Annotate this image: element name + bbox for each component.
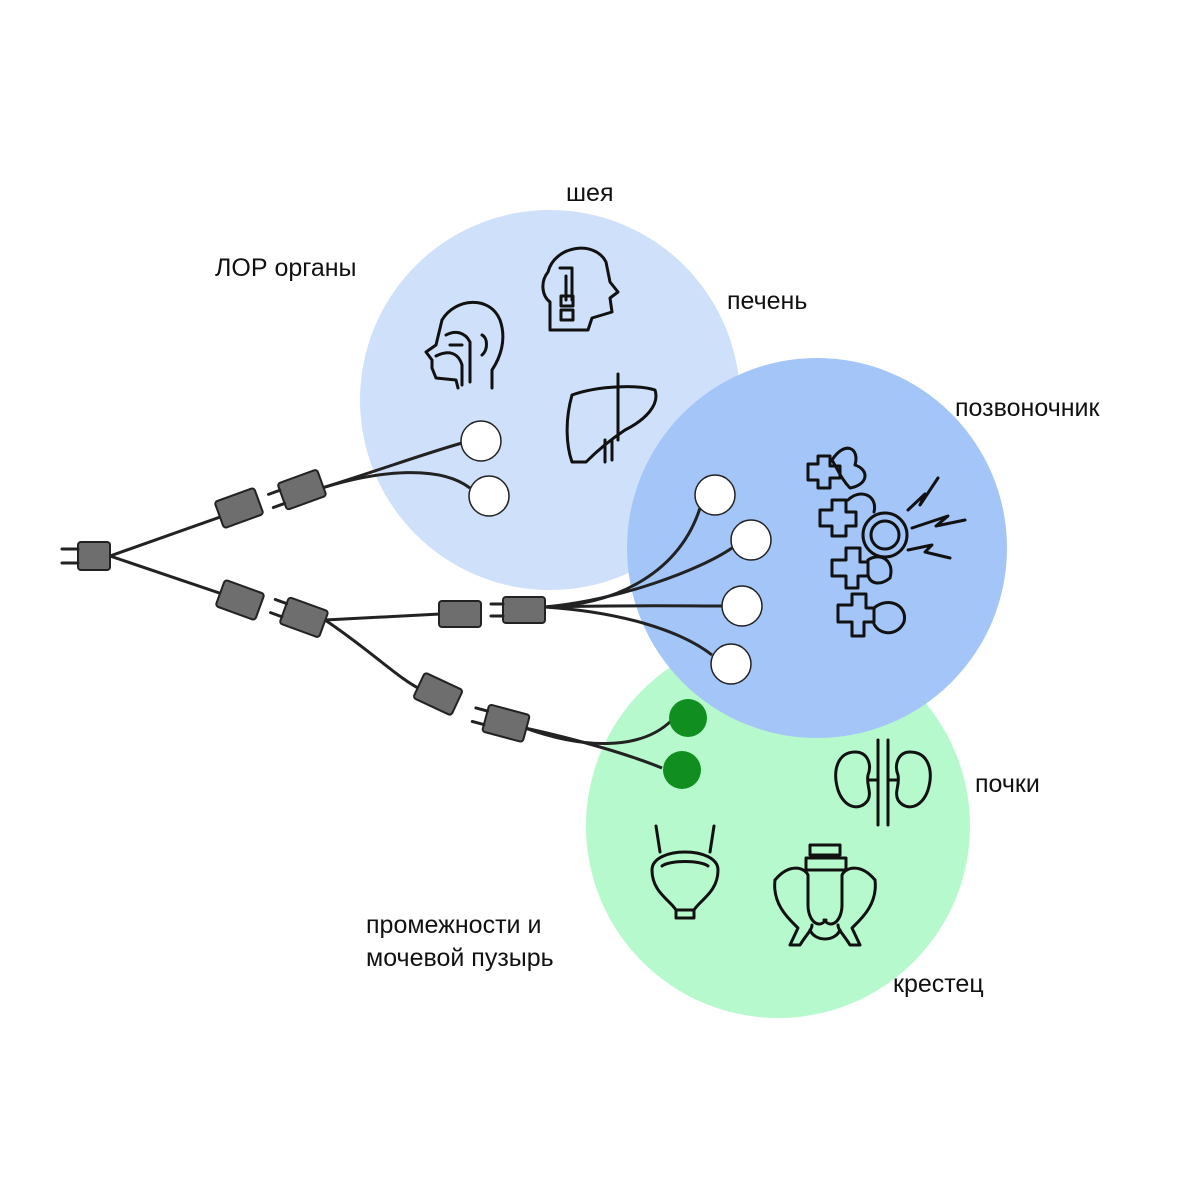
electrode-upper-1: [460, 420, 502, 462]
connector-spine-plug: [489, 596, 546, 624]
label-kidneys: почки: [975, 770, 1040, 798]
label-ent: ЛОР органы: [215, 254, 357, 282]
labels: шея ЛОР органы печень позвоночник почки …: [215, 179, 1100, 998]
connector-lower-plug: [269, 596, 329, 638]
connector-upper-socket: [214, 487, 264, 529]
connector-spine-socket: [438, 600, 482, 628]
connector-pelvic-plug: [470, 703, 531, 743]
pelvis-icon: [773, 843, 877, 947]
label-sacrum: крестец: [893, 970, 984, 998]
electrode-spine-4: [710, 643, 752, 685]
kidneys-icon: [834, 738, 932, 827]
label-spine: позвоночник: [955, 394, 1100, 422]
connector-upper-plug: [267, 469, 327, 511]
ent-head-icon: [424, 300, 505, 390]
label-pelvic-line1: промежности и: [366, 911, 541, 939]
label-neck: шея: [566, 179, 614, 207]
electrode-spine-1: [694, 474, 736, 516]
label-pelvic-line2: мочевой пузырь: [366, 944, 554, 972]
liver-icon: [565, 372, 658, 464]
spine-pain-icon: [806, 446, 967, 638]
spine-zone: [627, 358, 1007, 738]
connector-pelvic-socket: [413, 672, 463, 716]
electrode-upper-2: [468, 475, 510, 517]
label-liver: печень: [727, 287, 807, 315]
electrode-lower-1: [669, 699, 707, 737]
connector-lower-socket: [215, 579, 265, 621]
electrodes: [460, 420, 772, 789]
bladder-icon: [650, 824, 720, 920]
neck-head-icon: [541, 246, 620, 332]
connector-main: [60, 541, 111, 571]
electrode-spine-2: [730, 519, 772, 561]
electrode-spine-3: [721, 585, 763, 627]
electrode-lower-2: [663, 751, 701, 789]
cables: [109, 441, 733, 770]
